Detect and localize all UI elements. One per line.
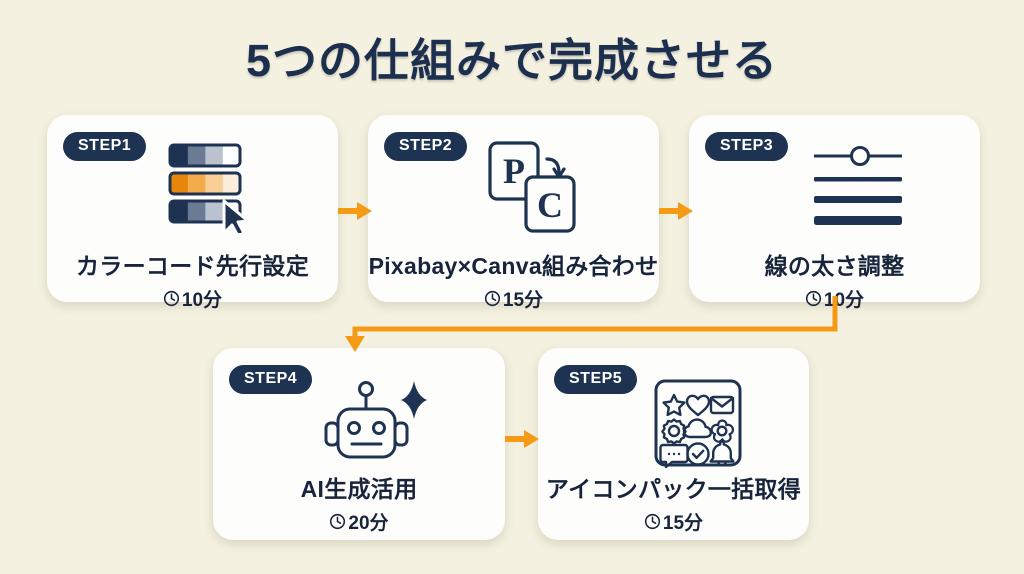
step-time-1: 10分 bbox=[47, 285, 338, 312]
step-time-5-label: 15分 bbox=[662, 513, 704, 534]
svg-text:P: P bbox=[503, 151, 525, 191]
step-time-4: 20分 bbox=[213, 508, 505, 535]
step-card-1[interactable]: STEP1 bbox=[47, 115, 338, 311]
color-swatch-bars-icon bbox=[166, 141, 262, 238]
step-card-4[interactable]: STEP4 AI生成活用 bbox=[213, 348, 505, 540]
step-badge-1: STEP1 bbox=[63, 132, 147, 161]
step-title-4: AI生成活用 bbox=[300, 476, 418, 502]
step-card-5[interactable]: STEP5 bbox=[538, 348, 809, 540]
step-card-3[interactable]: STEP3 線の太さ調整 10分 bbox=[689, 115, 980, 311]
step-title-2: Pixabay×Canva組み合わせ bbox=[368, 253, 659, 279]
clock-icon bbox=[644, 513, 661, 530]
clock-icon bbox=[484, 290, 501, 307]
pixabay-canva-cards-icon: P C bbox=[486, 139, 586, 240]
clock-icon bbox=[805, 290, 822, 307]
step-time-3-label: 10分 bbox=[823, 290, 865, 311]
step-time-2-label: 15分 bbox=[502, 290, 544, 311]
arrow-step4-to-step5 bbox=[505, 430, 539, 448]
step-icon-1-wrap bbox=[47, 139, 338, 239]
step-card-2[interactable]: STEP2 P C Pixabay×Canva組み合わせ bbox=[368, 115, 659, 311]
step-title-1: カラーコード先行設定 bbox=[76, 253, 309, 279]
step-badge-4: STEP4 bbox=[229, 365, 313, 394]
icon-pack-grid-icon bbox=[652, 375, 744, 476]
step-icon-4-wrap bbox=[213, 370, 505, 480]
step-time-4-label: 20分 bbox=[348, 513, 389, 534]
step-badge-3: STEP3 bbox=[705, 132, 789, 161]
step-title-3: 線の太さ調整 bbox=[764, 253, 905, 279]
step-badge-5: STEP5 bbox=[554, 365, 638, 394]
step-badge-2: STEP2 bbox=[384, 132, 468, 161]
step-icon-5-wrap bbox=[538, 370, 809, 480]
step-icon-3-wrap bbox=[689, 139, 980, 239]
step-time-5: 15分 bbox=[538, 508, 809, 535]
step-title-5: アイコンパック一括取得 bbox=[545, 476, 802, 502]
step-icon-2-wrap: P C bbox=[368, 139, 659, 239]
page-title: 5つの仕組みで完成させる bbox=[245, 35, 779, 86]
robot-sparkle-icon bbox=[322, 373, 430, 478]
clock-icon bbox=[329, 513, 346, 530]
clock-icon bbox=[163, 290, 180, 307]
step-time-3: 10分 bbox=[689, 285, 980, 312]
svg-text:C: C bbox=[537, 185, 563, 225]
step-time-2: 15分 bbox=[368, 285, 659, 312]
line-weight-slider-icon bbox=[810, 144, 910, 235]
step-time-1-label: 10分 bbox=[181, 290, 223, 311]
